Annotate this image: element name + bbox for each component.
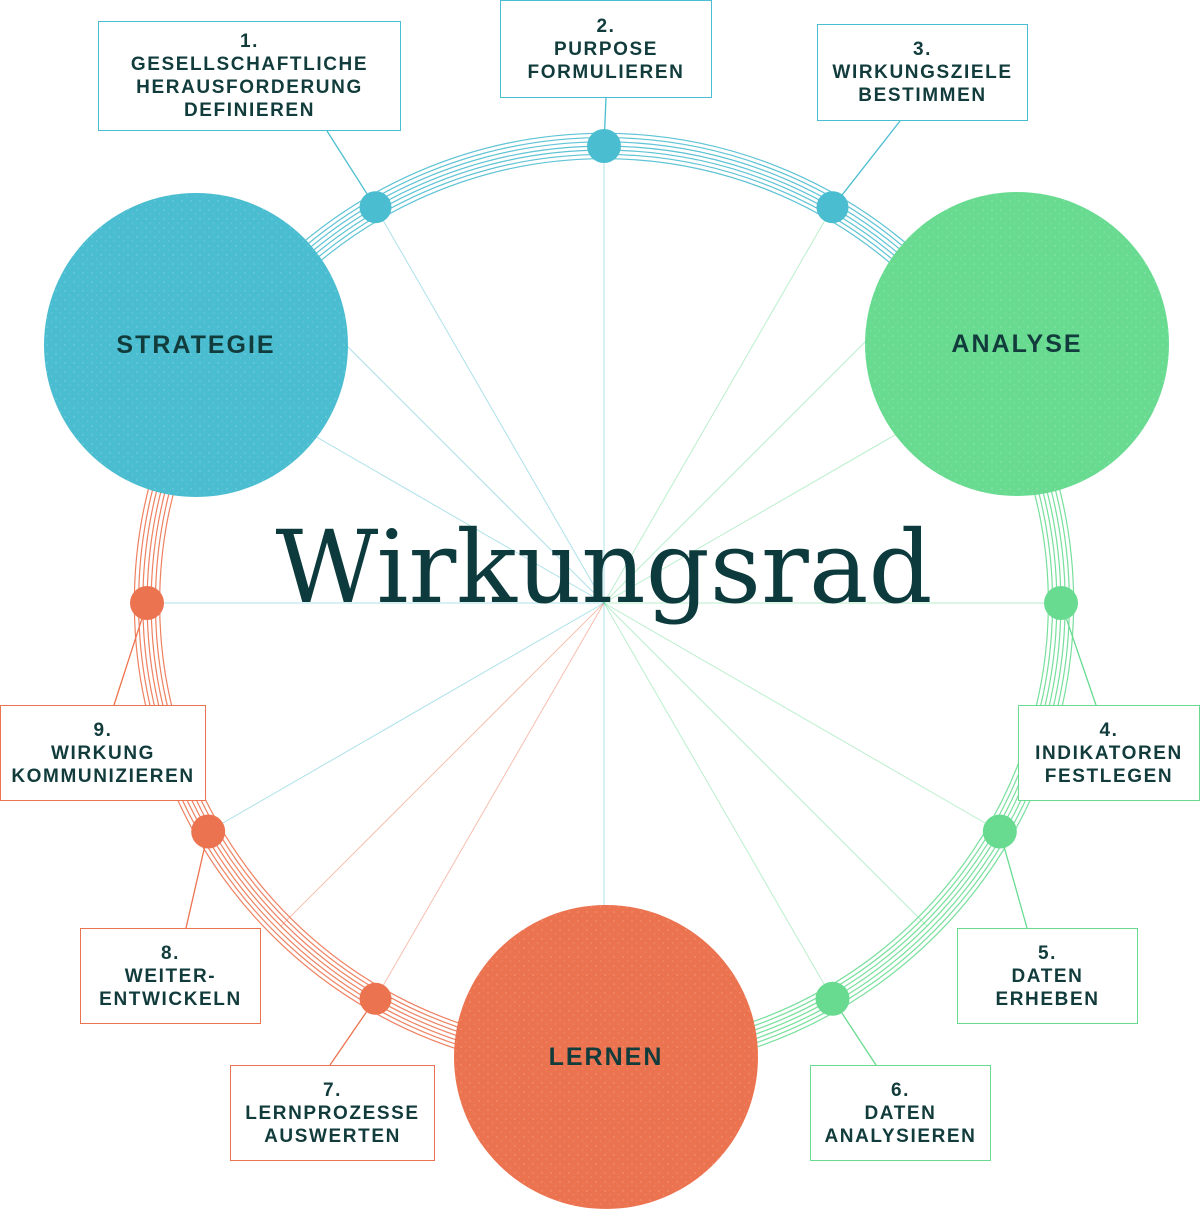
step-label-line: FESTLEGEN [1044, 765, 1174, 787]
step-label-line: LERNPROZESSE [245, 1102, 420, 1124]
wheel-spoke [375, 602, 605, 1000]
step-number: 4. [1099, 719, 1119, 741]
step-label-line: PURPOSE [553, 38, 659, 60]
step-label-line: GESELLSCHAFTLICHE [130, 54, 369, 75]
step-label-line: ENTWICKELN [99, 988, 242, 1010]
step-marker-dot [191, 814, 226, 849]
step-connector [1060, 602, 1097, 706]
step-number: 6. [890, 1079, 911, 1101]
phase-circle-strategie: STRATEGIE [44, 193, 348, 497]
step-label-line: WIRKUNG [50, 742, 156, 764]
step-label-line: DATEN [864, 1102, 937, 1124]
step-number: 2. [596, 15, 616, 37]
step-label-line: DATEN [1011, 965, 1084, 987]
wheel-spoke [603, 602, 1001, 832]
wheel-spoke [603, 206, 833, 604]
step-number: 3. [912, 39, 933, 60]
step-label-line: AUSWERTEN [264, 1125, 401, 1147]
wheel-spoke [280, 602, 605, 927]
step-box-8: 8.WEITER-ENTWICKELN [80, 928, 261, 1024]
step-marker-dot [816, 191, 849, 224]
step-marker-dot [815, 981, 850, 1016]
phase-label-analyse: ANALYSE [951, 330, 1082, 358]
wheel-spoke [375, 206, 605, 604]
step-marker-dot [1044, 586, 1078, 620]
phase-label-lernen: LERNEN [549, 1043, 664, 1071]
phase-circle-analyse: ANALYSE [865, 192, 1169, 496]
step-label-line: KOMMUNIZIEREN [11, 765, 195, 787]
step-connector [831, 120, 901, 208]
step-label-line: HERAUSFORDERUNG [136, 77, 363, 98]
phase-label-strategie: STRATEGIE [116, 331, 275, 359]
step-number: 1. [239, 31, 260, 52]
step-marker-dot [982, 814, 1017, 849]
step-marker-dot [130, 586, 164, 620]
step-number: 9. [93, 719, 113, 741]
step-label-line: BESTIMMEN [858, 85, 987, 106]
step-number: 8. [160, 942, 181, 964]
step-marker-dot [359, 191, 392, 224]
step-marker-dot [359, 982, 392, 1015]
diagram-title: Wirkungsrad [276, 509, 933, 626]
step-marker-dot [587, 129, 621, 163]
step-markers [130, 129, 1078, 1016]
step-label-line: FORMULIEREN [527, 61, 685, 83]
step-label-line: INDIKATOREN [1035, 742, 1183, 764]
step-number: 5. [1037, 942, 1058, 964]
wheel-spoke [603, 602, 833, 1000]
phase-circle-lernen: LERNEN [454, 905, 758, 1209]
wheel-spoke [603, 602, 928, 927]
step-label-line: ERHEBEN [995, 988, 1100, 1010]
step-label-line: DEFINIEREN [183, 100, 316, 121]
step-number: 7. [322, 1079, 343, 1101]
step-label-line: ANALYSIEREN [824, 1125, 977, 1147]
step-label-line: WIRKUNGSZIELE [832, 62, 1013, 83]
step-label-line: WEITER- [124, 965, 217, 987]
step-connector [113, 602, 148, 706]
wheel-spoke [207, 602, 605, 832]
